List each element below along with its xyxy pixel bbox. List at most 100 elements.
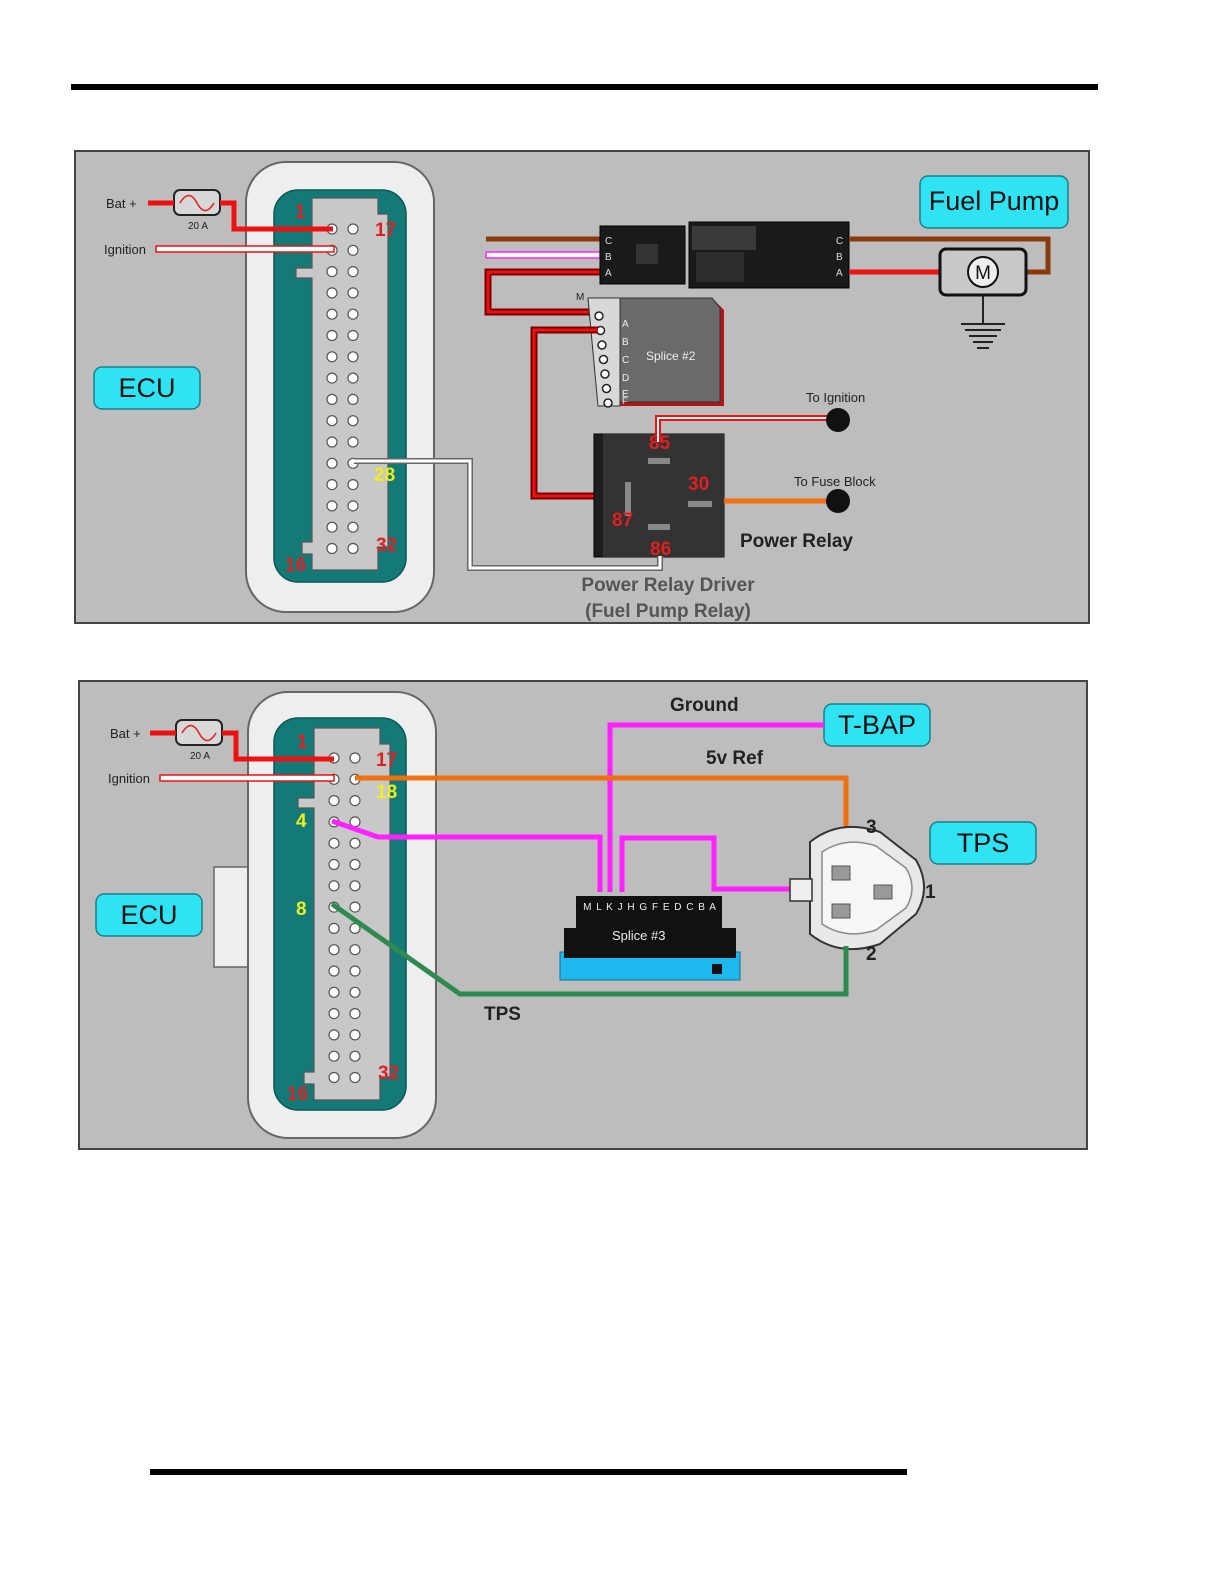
motor-letter: M: [975, 263, 991, 284]
splice-pin: [601, 370, 609, 378]
svg-text:A: A: [622, 319, 629, 330]
ecu-pin: [327, 416, 337, 426]
pin-8-label-2: 8: [296, 899, 307, 920]
ignition-wire: [156, 246, 334, 252]
pin-16-label-2: 16: [287, 1084, 308, 1105]
to-fuse-block-label: To Fuse Block: [794, 474, 876, 489]
ecu-pin: [327, 309, 337, 319]
ecu-pin: [329, 860, 339, 870]
pin-4-label-2: 4: [296, 811, 307, 832]
ecu-pin: [350, 860, 360, 870]
white-wire-left: [486, 252, 600, 258]
tps-tag-text: TPS: [957, 828, 1010, 858]
ecu-pin: [348, 224, 358, 234]
ecu-pin: [350, 881, 360, 891]
tps-pin-1-label: 1: [925, 882, 936, 903]
tps-wiring-diagram: 1 17 18 4 8 16 32 Bat + 20 A Ignition EC…: [78, 680, 1088, 1150]
ecu-pin: [348, 373, 358, 383]
ecu-pin: [348, 437, 358, 447]
conn-left-c: C: [605, 236, 612, 247]
splice-2-label: Splice #2: [646, 349, 696, 363]
pin-1-label: 1: [295, 202, 306, 223]
pin-18-label-2: 18: [376, 782, 397, 803]
pin-28-label: 28: [374, 465, 395, 486]
svg-text:B: B: [622, 337, 629, 348]
ecu-tag-text: ECU: [118, 373, 175, 403]
to-ignition-terminal: [826, 408, 850, 432]
splice-3-label: Splice #3: [612, 928, 665, 943]
fuel-pump-tag-text: Fuel Pump: [929, 186, 1060, 216]
splice-2-f-label: F: [622, 396, 628, 406]
top-rule: [71, 84, 1098, 90]
splice-2-m-label: M: [576, 292, 584, 303]
relay-terminal-86: [648, 524, 670, 530]
ecu-pin: [329, 945, 339, 955]
ground-symbol: [961, 295, 1005, 348]
ecu-pin: [350, 1073, 360, 1083]
ignition-label-2: Ignition: [108, 771, 150, 786]
ecu-pin: [327, 267, 337, 277]
splice-3-notch: [712, 964, 722, 974]
ecu-pin: [329, 1030, 339, 1040]
driver-label-2: (Fuel Pump Relay): [585, 601, 751, 622]
splice-to-tps-wire: [622, 838, 800, 892]
relay-terminal-30: [688, 501, 712, 507]
ecu-pin: [350, 838, 360, 848]
tps-wire-label: TPS: [484, 1004, 521, 1025]
bat-plus-label: Bat +: [106, 196, 137, 211]
fuse-rating-label-2: 20 A: [190, 751, 210, 762]
ecu-pin: [329, 1009, 339, 1019]
ecu-pin: [327, 394, 337, 404]
ecu-pin: [348, 501, 358, 511]
ecu-pin: [350, 987, 360, 997]
bottom-rule: [150, 1469, 907, 1475]
ecu-pin: [329, 923, 339, 933]
splice-3-letters: M L K J H G F E D C B A: [583, 902, 717, 913]
relay-30-label: 30: [688, 474, 709, 495]
ecu-pin: [329, 796, 339, 806]
conn-left-a: A: [605, 268, 612, 279]
splice-pin: [604, 399, 612, 407]
ecu-pin: [327, 501, 337, 511]
ecu-pin: [329, 838, 339, 848]
ecu-pin: [348, 309, 358, 319]
ecu-pin: [329, 966, 339, 976]
fuse-rating-label: 20 A: [188, 221, 208, 232]
ecu-pin: [348, 394, 358, 404]
conn-right-b: B: [836, 252, 843, 263]
ecu-pin: [327, 458, 337, 468]
ecu-pin: [329, 987, 339, 997]
ecu-pin: [348, 416, 358, 426]
bat-plus-label-2: Bat +: [110, 726, 141, 741]
ignition-label: Ignition: [104, 242, 146, 257]
ecu-pin: [329, 1051, 339, 1061]
ecu-pin: [327, 437, 337, 447]
ecu-pin: [350, 796, 360, 806]
pin-17-label: 17: [375, 220, 396, 241]
ecu-pin: [350, 966, 360, 976]
red-wire-splice-to-relay: [534, 330, 598, 496]
fuel-pump-connector-lock: [692, 226, 756, 250]
tbap-tag-text: T-BAP: [838, 710, 916, 740]
relay-terminal-85: [648, 458, 670, 464]
ecu-pin: [350, 945, 360, 955]
pin-32-label: 32: [376, 535, 397, 556]
to-ignition-label: To Ignition: [806, 390, 865, 405]
svg-text:C: C: [622, 355, 629, 366]
ecu-pin: [329, 881, 339, 891]
ecu-pin: [350, 902, 360, 912]
fuel-pump-connector-face: [696, 252, 744, 282]
splice-pin: [600, 356, 608, 364]
svg-text:D: D: [622, 373, 629, 384]
ecu-pin: [350, 1030, 360, 1040]
ignition-wire-2: [160, 775, 334, 781]
ref-label: 5v Ref: [706, 748, 764, 769]
fuel-pump-relay-svg: 1 17 28 16 32 Bat + 20 A Ignition ECU Fu…: [76, 152, 1090, 624]
pin-16-label: 16: [285, 555, 306, 576]
red-wire-splice-to-relay-core: [534, 330, 598, 496]
tps-pin-3-label: 3: [866, 817, 877, 838]
ecu-pin: [327, 544, 337, 554]
relay-87-label: 87: [612, 510, 633, 531]
tps-wiring-svg: 1 17 18 4 8 16 32 Bat + 20 A Ignition EC…: [80, 682, 1088, 1150]
power-relay-label: Power Relay: [740, 531, 853, 552]
